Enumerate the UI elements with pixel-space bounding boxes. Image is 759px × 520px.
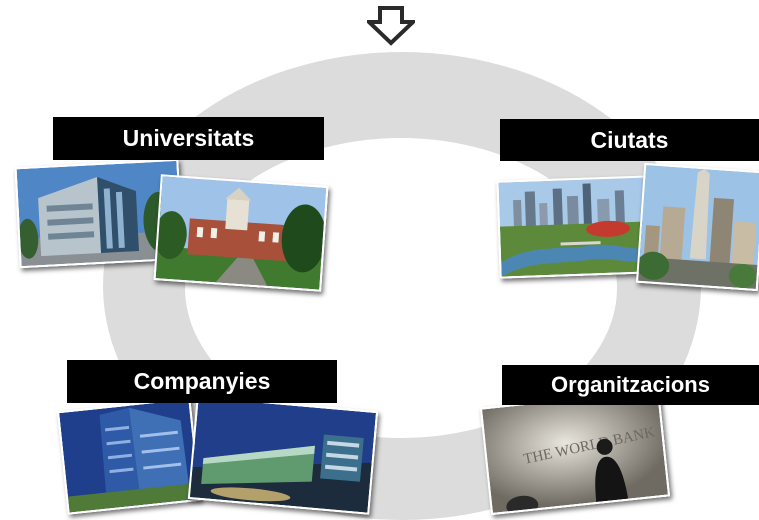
- company-photo-tower: [56, 397, 202, 515]
- organization-photo-world-bank: THE WORLD BANK: [479, 388, 671, 516]
- node-label-universitats-text: Universitats: [122, 125, 255, 151]
- university-photo-classic: [153, 174, 329, 292]
- node-label-companyies-text: Companyies: [133, 368, 271, 394]
- node-label-organitzacions-text: Organitzacions: [551, 372, 710, 397]
- down-arrow-icon: [367, 6, 415, 46]
- company-photo-campus: [187, 395, 379, 515]
- node-label-companyies: Companyies: [67, 360, 337, 403]
- node-label-universitats: Universitats: [53, 117, 324, 160]
- city-photo-street: [635, 162, 759, 292]
- node-label-ciutats-text: Ciutats: [590, 126, 669, 153]
- city-photo-skyline: [496, 175, 654, 279]
- node-label-organitzacions: Organitzacions: [502, 365, 759, 405]
- node-label-ciutats: Ciutats: [500, 119, 759, 161]
